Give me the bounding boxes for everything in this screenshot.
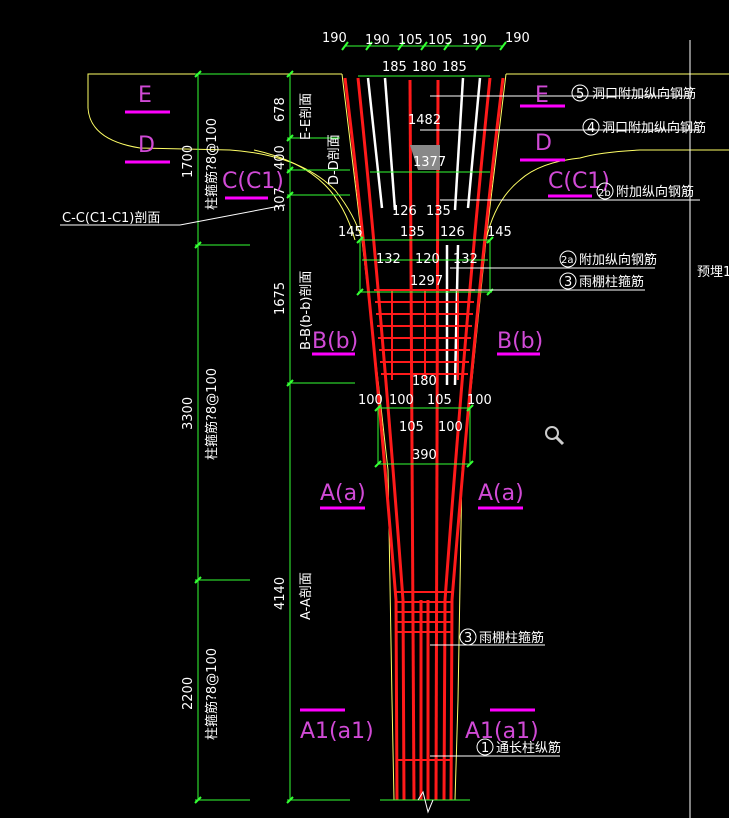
left-dim-678: 678: [273, 97, 288, 122]
mark-c-right: C(C1): [548, 169, 610, 194]
dim-120: 120: [415, 252, 440, 267]
stirrup-legs: [391, 290, 459, 380]
dim-135b: 135: [400, 225, 425, 240]
dim-100b: 100: [389, 393, 414, 408]
left-dim-400: 400: [273, 145, 288, 170]
circle-2a: [559, 250, 577, 268]
ann-2a-num: 2a: [561, 255, 574, 266]
circle-3a: [559, 272, 577, 290]
mark-b-right: B(b): [497, 329, 543, 354]
ann-1-text: 通长柱纵筋: [496, 740, 561, 756]
dim-145r: 145: [487, 225, 512, 240]
leader-lines: [60, 40, 700, 818]
top-dim-4: 105: [428, 33, 453, 48]
top-dim-3: 105: [398, 33, 423, 48]
mark-c-left: C(C1): [222, 169, 284, 194]
dim-100a: 100: [358, 393, 383, 408]
mark-d-right: D: [535, 131, 552, 156]
ann-1-num: 1: [481, 741, 489, 756]
ann-2b-num: 2b: [598, 188, 611, 199]
dim-105b: 105: [399, 420, 424, 435]
ann-3a-num: 3: [564, 275, 572, 290]
annotations: [459, 84, 614, 756]
section-label-ee: E-E剖面: [299, 93, 314, 140]
dim-1297: 1297: [410, 274, 443, 289]
mark-a1-right: A1(a1): [465, 719, 539, 744]
section-marks: E D C(C1) E D C(C1) B(b) B(b) A(a) A(a) …: [138, 83, 610, 744]
left-dimensions: 678 400 307 1675 4140 1700 3300 2200 柱箍筋…: [181, 93, 342, 740]
ann-2b-text: 附加纵向钢筋: [616, 184, 694, 200]
top-dim-row2-3: 185: [442, 60, 467, 75]
top-dim-row2-1: 185: [382, 60, 407, 75]
ann-3b-text: 雨棚柱箍筋: [479, 630, 544, 646]
left-dim-4140: 4140: [273, 577, 288, 610]
section-label-aa: A-A剖面: [299, 572, 314, 620]
ann-3b-num: 3: [464, 631, 472, 646]
circle-3b: [459, 628, 477, 646]
mark-a-right: A(a): [478, 481, 524, 506]
inner-dimensions: 1482 1377 126 135 145 135 126 145 132 12…: [338, 113, 512, 463]
outer-dim-1700: 1700: [181, 145, 196, 178]
outer-dim-3300: 3300: [181, 397, 196, 430]
dim-180: 180: [412, 374, 437, 389]
dim-132b: 132: [453, 252, 478, 267]
break-symbol: [417, 790, 434, 814]
mark-e-left: E: [138, 83, 152, 108]
annotation-texts: 5 洞口附加纵向钢筋 4 洞口附加纵向钢筋 2b 附加纵向钢筋 2a 附加纵向钢…: [464, 86, 706, 756]
longitudinal-rebar: [343, 77, 505, 801]
dim-105a: 105: [427, 393, 452, 408]
circle-5: [571, 84, 589, 102]
top-dim-row2-2: 180: [412, 60, 437, 75]
dim-1482: 1482: [408, 113, 441, 128]
mark-b-left: B(b): [312, 329, 358, 354]
ann-3a-text: 雨棚柱箍筋: [579, 274, 644, 290]
c-section-note: C-C(C1-C1)剖面: [62, 211, 160, 226]
section-underlines: [125, 104, 592, 712]
circle-2b: [596, 182, 614, 200]
dim-1377: 1377: [413, 155, 446, 170]
stirrup-label-2: 柱箍筋?8@100: [204, 368, 220, 460]
left-dim-307: 307: [273, 187, 288, 212]
circle-1: [476, 738, 494, 756]
stirrup-label-1: 柱箍筋?8@100: [204, 118, 220, 210]
ann-2a-text: 附加纵向钢筋: [579, 252, 657, 268]
top-dimensions: 190 190 105 105 190 190 185 180 185: [322, 31, 530, 75]
dimension-ticks: [194, 41, 507, 804]
top-dim-5: 190: [462, 33, 487, 48]
hole-hatch: [410, 145, 440, 170]
dim-390: 390: [412, 448, 437, 463]
zoom-icon[interactable]: [543, 424, 565, 446]
ann-4-num: 4: [587, 121, 595, 136]
dim-135a: 135: [426, 204, 451, 219]
top-dim-1: 190: [322, 31, 347, 46]
stirrup-label-3: 柱箍筋?8@100: [204, 648, 220, 740]
dim-145l: 145: [338, 225, 363, 240]
top-dim-2: 190: [365, 33, 390, 48]
dim-126b: 126: [440, 225, 465, 240]
top-dim-6: 190: [505, 31, 530, 46]
section-label-dd: D-D剖面: [327, 134, 342, 185]
ann-5-num: 5: [576, 87, 584, 102]
mark-e-right: E: [535, 83, 549, 108]
dim-100c: 100: [467, 393, 492, 408]
section-label-bb: B-B(b-b)剖面: [299, 271, 314, 350]
mark-a1-left: A1(a1): [300, 719, 374, 744]
mark-d-left: D: [138, 133, 155, 158]
left-dim-1675: 1675: [273, 282, 288, 315]
ann-4-text: 洞口附加纵向钢筋: [602, 120, 706, 136]
right-note: 预埋1: [697, 265, 729, 280]
dim-100d: 100: [438, 420, 463, 435]
dim-132a: 132: [376, 252, 401, 267]
circle-4: [582, 118, 600, 136]
ann-5-text: 洞口附加纵向钢筋: [592, 86, 696, 102]
dim-126a: 126: [392, 204, 417, 219]
outer-dim-2200: 2200: [181, 677, 196, 710]
mark-a-left: A(a): [320, 481, 366, 506]
